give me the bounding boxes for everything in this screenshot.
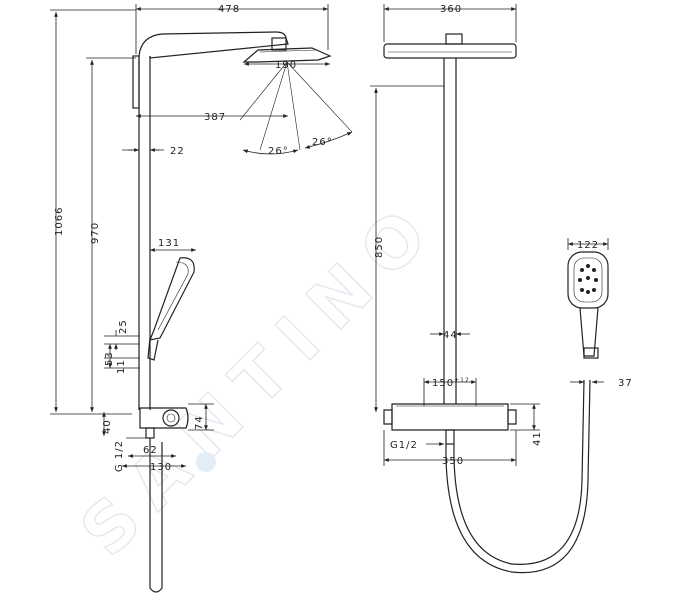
thermostat-handles xyxy=(383,409,517,425)
spray-angle-lines xyxy=(239,61,353,151)
dim-130-label: 130 xyxy=(150,462,172,473)
watermark: SANTINO xyxy=(65,182,455,572)
thermostat-front xyxy=(391,403,509,431)
dim-150-label: 150±12 xyxy=(432,377,470,389)
hand-shower-face xyxy=(157,261,189,331)
dim-1066-ext xyxy=(50,9,136,415)
dim-478-label: 478 xyxy=(218,4,240,15)
g12-right-label: G1/2 xyxy=(390,440,418,451)
overhead-shower-detail xyxy=(259,49,317,53)
hand-shower xyxy=(149,257,195,341)
hand-shower-nozzles xyxy=(578,264,598,294)
front-view: 360 850 44 150±12 41 G1/2 350 xyxy=(370,4,633,574)
dim-small-ext xyxy=(104,335,140,369)
angle-left-label: 26° xyxy=(268,146,289,157)
hand-shower-spray-face xyxy=(573,257,603,303)
shower-arm xyxy=(138,31,289,59)
dim-150-tolerance: ±12 xyxy=(454,377,470,384)
dim-53-label: 53 xyxy=(104,351,115,366)
riser-front xyxy=(443,58,457,404)
dim-41-ext xyxy=(510,403,540,431)
dim-131-label: 131 xyxy=(158,238,180,249)
overhead-shower-front xyxy=(383,43,517,59)
dim-22-label: 22 xyxy=(170,146,185,157)
dim-350-label: 350 xyxy=(442,456,464,467)
side-view: 26° 26° 478 190 387 22 1066 970 131 xyxy=(50,4,353,593)
angle-right-label: 26° xyxy=(312,137,333,148)
thermostat-knob-inner xyxy=(166,413,176,423)
dim-970-label: 970 xyxy=(90,222,101,244)
front-outlet xyxy=(445,429,455,445)
dim-360-label: 360 xyxy=(440,4,462,15)
dim-74-ext xyxy=(188,403,214,431)
shower-hose-front-inner xyxy=(453,379,585,565)
shower-hose-left xyxy=(149,438,163,593)
watermark-dot xyxy=(196,452,216,472)
dim-74-label: 74 xyxy=(194,415,205,430)
dim-37-label: 37 xyxy=(618,378,633,389)
g12-left-label: G 1/2 xyxy=(114,440,125,472)
overhead-shower-connector xyxy=(445,33,463,45)
angle-arc-left xyxy=(242,149,299,155)
hand-shower-handle xyxy=(579,307,599,357)
dim-478-ext xyxy=(135,4,329,54)
dim-1066-label: 1066 xyxy=(54,207,65,236)
hand-shower-handle-end xyxy=(583,347,599,359)
dim-190-label: 190 xyxy=(275,60,297,71)
hand-shower-holder xyxy=(147,337,159,361)
dim-122-label: 122 xyxy=(577,240,599,251)
hand-shower-front xyxy=(567,251,609,309)
shower-hose-front xyxy=(445,379,591,574)
thermostat-knob xyxy=(162,409,180,427)
dim-41-label: 41 xyxy=(532,431,543,446)
overhead-shower xyxy=(242,47,332,63)
angle-arc-right xyxy=(304,131,353,149)
dim-40-label: 40 xyxy=(102,419,113,434)
dim-44-label: 44 xyxy=(443,330,458,341)
thermostat-body xyxy=(139,407,189,429)
dim-850-label: 850 xyxy=(374,236,385,258)
dim-25-label: 25 xyxy=(118,319,129,334)
watermark-text: SANTINO xyxy=(66,183,455,572)
dim-387-label: 387 xyxy=(204,112,226,123)
wall-bracket xyxy=(132,55,140,109)
dim-11-label: 11 xyxy=(116,359,127,374)
overhead-shower-joint xyxy=(271,37,287,51)
